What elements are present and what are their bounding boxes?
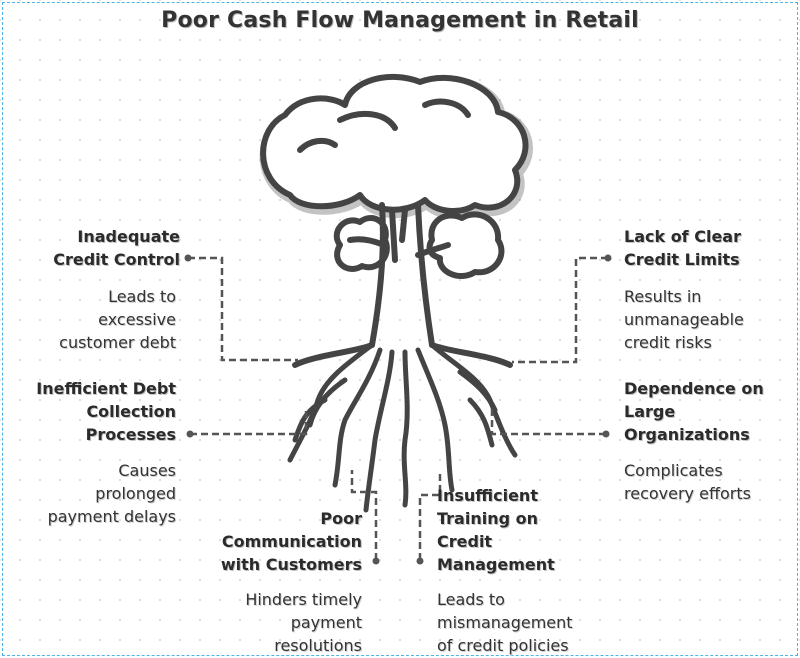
cause-lack-credit-limits-title: Lack of Clear Credit Limits [624, 227, 741, 269]
diagram-title: Poor Cash Flow Management in Retail [161, 8, 639, 33]
cause-inadequate-credit-control-title: Inadequate Credit Control [53, 227, 180, 269]
tree-canopy [260, 73, 529, 214]
connectors [188, 256, 608, 560]
cause-lack-credit-limits-desc: Results in unmanageable credit risks [624, 287, 744, 352]
cause-poor-communication-desc: Hinders timely payment resolutions [245, 590, 362, 655]
cause-inefficient-debt-collection-title: Inefficient Debt Collection Processes [36, 379, 176, 444]
cause-insufficient-training-desc: Leads to mismanagement of credit policie… [437, 590, 573, 655]
tree-roots [287, 342, 518, 513]
cause-dependence-large-orgs-title: Dependence on Large Organizations [624, 379, 764, 444]
cause-insufficient-training-title: Insufficient Training on Credit Manageme… [437, 486, 555, 574]
small-foliage-right [426, 211, 505, 279]
connector-endpoints [184, 254, 612, 565]
cause-dependence-large-orgs-desc: Complicates recovery efforts [624, 461, 751, 503]
cause-poor-communication-title: Poor Communication with Customers [220, 509, 362, 574]
cause-inadequate-credit-control-desc: Leads to excessive customer debt [59, 287, 176, 352]
cause-inefficient-debt-collection-desc: Causes prolonged payment delays [47, 461, 176, 526]
